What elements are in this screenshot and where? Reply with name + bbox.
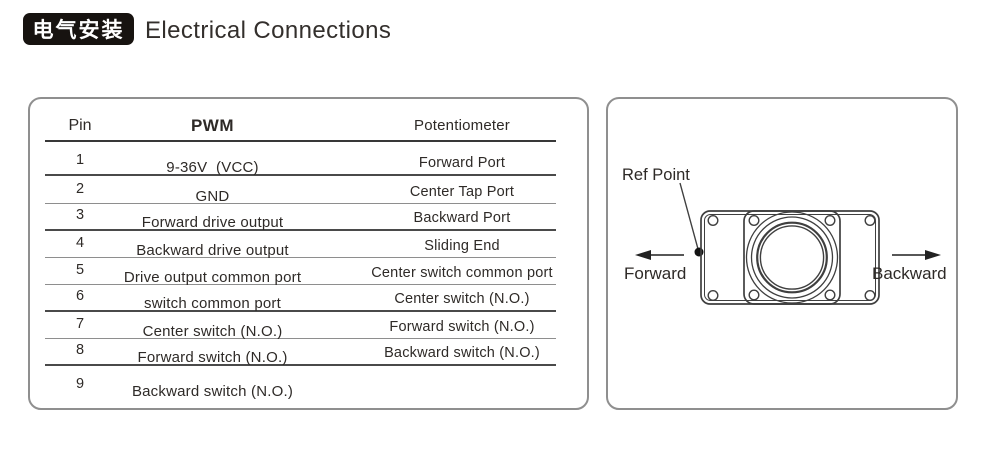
table-row: 8 Forward switch (N.O.) Backward switch … (45, 339, 556, 366)
ref-point-leader-line (679, 182, 699, 250)
pwm-value: Backward switch (N.O.) (131, 383, 294, 400)
pin-number: 2 (75, 181, 85, 197)
bore-circle-mid (750, 216, 834, 299)
potentiometer-value: Center switch common port (371, 265, 553, 281)
table-row: 1 9-36V (VCC) Forward Port (45, 143, 556, 176)
potentiometer-value: Center switch (N.O.) (394, 291, 530, 307)
table-row: 3 Forward drive output Backward Port (45, 204, 556, 231)
actuator-body-outline (700, 210, 880, 305)
ref-point-dot (694, 247, 704, 257)
screw-hole (824, 214, 836, 226)
pin-number: 9 (75, 376, 85, 392)
backward-label: Backward (872, 264, 947, 283)
potentiometer-value: Backward switch (N.O.) (384, 345, 540, 361)
bore-circle-outer (745, 211, 839, 304)
screw-hole (824, 289, 836, 301)
pin-table-panel: Pin PWM Potentiometer 1 9-36V (VCC) Forw… (28, 97, 589, 410)
section-badge-label: 电气安装 (32, 19, 125, 42)
column-header-pwm: PWM (190, 116, 235, 135)
backward-arrowhead-icon (925, 250, 941, 260)
ref-point-label: Ref Point (622, 166, 690, 184)
pin-number: 7 (75, 316, 85, 332)
pin-number: 8 (75, 342, 85, 358)
pin-number: 5 (75, 262, 85, 278)
potentiometer-value: Forward switch (N.O.) (389, 319, 535, 335)
potentiometer-value: Center Tap Port (409, 184, 515, 200)
screw-hole (864, 214, 876, 226)
pwm-value: Forward switch (N.O.) (137, 349, 288, 366)
screw-hole (748, 214, 760, 226)
pwm-value: Drive output common port (123, 269, 302, 286)
forward-arrowhead-icon (635, 250, 651, 260)
pwm-value: Backward drive output (136, 242, 289, 259)
column-header-potentiometer: Potentiometer (414, 117, 510, 134)
table-row: 4 Backward drive output Sliding End (45, 231, 556, 259)
actuator-flange-outline (743, 210, 841, 305)
pin-number: 3 (75, 207, 85, 223)
pwm-value: Forward drive output (141, 214, 284, 231)
table-header-row: Pin PWM Potentiometer (45, 113, 556, 142)
orientation-diagram-panel: Ref Point For (606, 97, 958, 410)
page-title: Electrical Connections (145, 17, 392, 44)
pwm-value: 9-36V (VCC) (166, 159, 259, 176)
pin-number: 1 (75, 152, 85, 168)
table-row: 6 switch common port Center switch (N.O.… (45, 285, 556, 312)
actuator-body-inner-outline (704, 214, 876, 301)
pin-number: 4 (75, 235, 85, 251)
actuator-orientation-drawing: Ref Point For (622, 166, 947, 305)
bore-circle-rim (756, 221, 828, 294)
table-row: 9 Backward switch (N.O.) (45, 366, 556, 400)
table-row: 2 GND Center Tap Port (45, 176, 556, 205)
screw-hole (748, 289, 760, 301)
table-row: 5 Drive output common port Center switch… (45, 258, 556, 286)
pwm-value: switch common port (144, 295, 281, 312)
potentiometer-value: Backward Port (413, 210, 511, 226)
table-row: 7 Center switch (N.O.) Forward switch (N… (45, 312, 556, 340)
column-header-pin: Pin (68, 117, 92, 134)
bore-circle-inner (759, 225, 825, 290)
potentiometer-value: Sliding End (424, 238, 500, 254)
pin-number: 6 (75, 288, 85, 304)
screw-hole (707, 289, 719, 301)
pwm-value: Center switch (N.O.) (142, 323, 283, 340)
screw-hole (864, 289, 876, 301)
potentiometer-value: Forward Port (418, 155, 506, 171)
forward-label: Forward (624, 264, 686, 283)
screw-hole (707, 214, 719, 226)
section-badge-zh: 电气安装 (23, 13, 134, 45)
pwm-value: GND (195, 188, 230, 205)
